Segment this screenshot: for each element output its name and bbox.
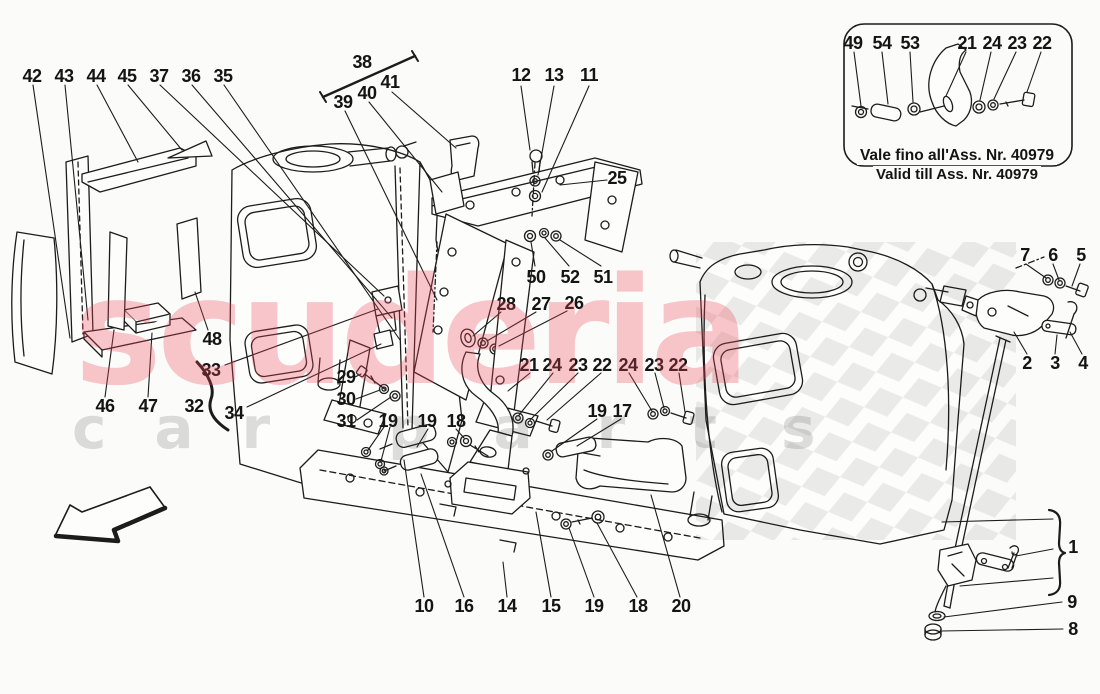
part-callout-15: 15 (541, 596, 561, 616)
part-callout-23: 23 (568, 355, 588, 375)
part-callout-6: 6 (1048, 245, 1058, 265)
part-callout-25: 25 (607, 168, 627, 188)
part-callout-19: 19 (378, 411, 398, 431)
part-callout-18: 18 (628, 596, 648, 616)
part-callout-44: 44 (86, 66, 106, 86)
part-callout-34: 34 (224, 403, 244, 423)
foam-panel-42 (11, 231, 58, 375)
part-callout-53: 53 (900, 33, 920, 53)
part-callout-19: 19 (587, 401, 607, 421)
part-callout-36: 36 (181, 66, 201, 86)
group-markers (53, 50, 1067, 597)
latch-rod-group (924, 256, 1089, 641)
direction-arrow (53, 486, 168, 544)
part-callout-43: 43 (54, 66, 74, 86)
part-callout-28: 28 (496, 294, 516, 314)
part-callout-19: 19 (584, 596, 604, 616)
part-callout-11: 11 (579, 65, 599, 85)
part-callout-39: 39 (333, 92, 353, 112)
foam-wedge-45 (167, 140, 213, 159)
part-callout-26: 26 (564, 293, 584, 313)
part-callout-8: 8 (1068, 619, 1078, 639)
part-callout-24: 24 (542, 355, 562, 375)
part-callout-31: 31 (336, 411, 356, 431)
part-callout-50: 50 (526, 267, 546, 287)
part-callout-21: 21 (957, 33, 977, 53)
foam-strip-48 (176, 217, 202, 300)
part-callout-48: 48 (202, 329, 222, 349)
part-callout-29: 29 (336, 367, 356, 387)
part-callout-23: 23 (644, 355, 664, 375)
part-callout-14: 14 (497, 596, 517, 616)
inset-note-line2: Valid till Ass. Nr. 40979 (872, 166, 1042, 184)
part-callout-7: 7 (1020, 245, 1030, 265)
part-callout-2: 2 (1022, 353, 1032, 373)
part-callout-41: 41 (380, 72, 400, 92)
part-callout-19: 19 (417, 411, 437, 431)
center-brackets-group (323, 135, 695, 471)
leader-lines (32, 51, 1083, 632)
part-callout-38: 38 (352, 52, 372, 72)
part-callout-24: 24 (618, 355, 638, 375)
part-callout-24: 24 (982, 33, 1002, 53)
part-callout-22: 22 (1032, 33, 1052, 53)
part-callout-30: 30 (336, 389, 356, 409)
part-callout-18: 18 (446, 411, 466, 431)
part-callout-52: 52 (560, 267, 580, 287)
part-callout-47: 47 (138, 396, 158, 416)
part-callout-40: 40 (357, 83, 377, 103)
part-callout-22: 22 (668, 355, 688, 375)
part-callout-23: 23 (1007, 33, 1027, 53)
part-callout-42: 42 (22, 66, 42, 86)
part-callout-35: 35 (213, 66, 233, 86)
part-callout-32: 32 (184, 396, 204, 416)
part-callout-54: 54 (872, 33, 892, 53)
part-callout-21: 21 (519, 355, 539, 375)
part-callout-1: 1 (1068, 537, 1078, 557)
part-callout-51: 51 (593, 267, 613, 287)
part-callout-46: 46 (95, 396, 115, 416)
right-fuel-tank (669, 242, 1016, 545)
part-callout-10: 10 (414, 596, 434, 616)
part-callout-49: 49 (843, 33, 863, 53)
part-callout-12: 12 (511, 65, 531, 85)
part-callout-45: 45 (117, 66, 137, 86)
part-callout-22: 22 (592, 355, 612, 375)
part-callout-33: 33 (201, 360, 221, 380)
part-callout-3: 3 (1050, 353, 1060, 373)
part-callout-27: 27 (531, 294, 551, 314)
part-callout-13: 13 (544, 65, 564, 85)
part-callout-37: 37 (149, 66, 169, 86)
part-callout-17: 17 (612, 401, 632, 421)
part-callout-4: 4 (1078, 353, 1088, 373)
part-callout-16: 16 (454, 596, 474, 616)
inset-note-line1: Vale fino all'Ass. Nr. 40979 (856, 147, 1058, 165)
part-callout-20: 20 (671, 596, 691, 616)
part-callout-9: 9 (1067, 592, 1077, 612)
part-callout-5: 5 (1076, 245, 1086, 265)
